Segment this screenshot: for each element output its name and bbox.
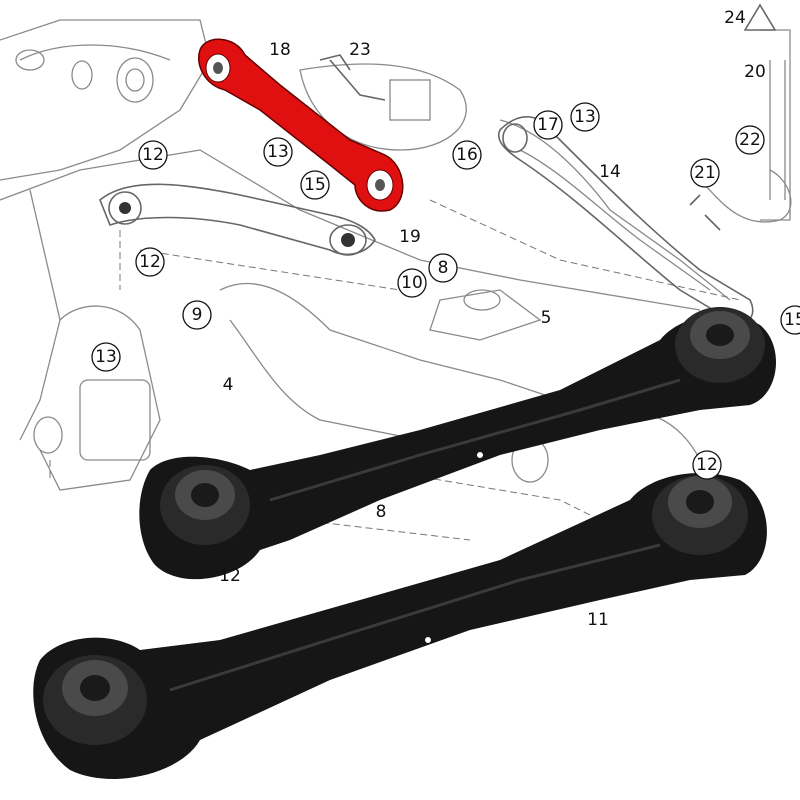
- callout-13: 13: [574, 107, 596, 127]
- callout-11: 11: [587, 610, 609, 630]
- callout-9: 9: [192, 305, 203, 325]
- warning-triangle-icon: [743, 3, 777, 31]
- callout-13: 13: [267, 142, 289, 162]
- callout-10: 10: [401, 273, 423, 293]
- control-arm-photo-1: [139, 307, 777, 580]
- subframe-line-art: [0, 19, 792, 561]
- callout-24: 24: [724, 8, 746, 28]
- callout-5: 5: [541, 308, 552, 328]
- callout-12: 12: [139, 252, 161, 272]
- callout-labels: 24 20 18 23 17 13 16 22 21 12 13 15 14 1…: [91, 3, 800, 630]
- callout-21: 21: [694, 163, 716, 183]
- callout-4: 4: [223, 375, 234, 395]
- callout-18: 18: [269, 40, 291, 60]
- callout-8: 8: [438, 258, 449, 278]
- arm-14-drawing: [498, 116, 754, 325]
- callout-8: 8: [376, 502, 387, 522]
- callout-17: 17: [537, 115, 559, 135]
- callout-13: 13: [95, 347, 117, 367]
- callout-16: 16: [456, 145, 478, 165]
- callout-20: 20: [744, 62, 766, 82]
- callout-14: 14: [599, 162, 621, 182]
- callout-15: 15: [304, 175, 326, 195]
- callout-23: 23: [349, 40, 371, 60]
- highlighted-arm-18: [198, 38, 404, 212]
- arm-19-drawing: [99, 183, 376, 256]
- callout-22: 22: [739, 130, 761, 150]
- control-arm-photo-2: [33, 472, 767, 779]
- callout-19: 19: [399, 227, 421, 247]
- callout-15: 15: [784, 310, 800, 330]
- callout-12: 12: [696, 455, 718, 475]
- callout-12: 12: [142, 145, 164, 165]
- callout-12-partial: 12: [219, 566, 241, 586]
